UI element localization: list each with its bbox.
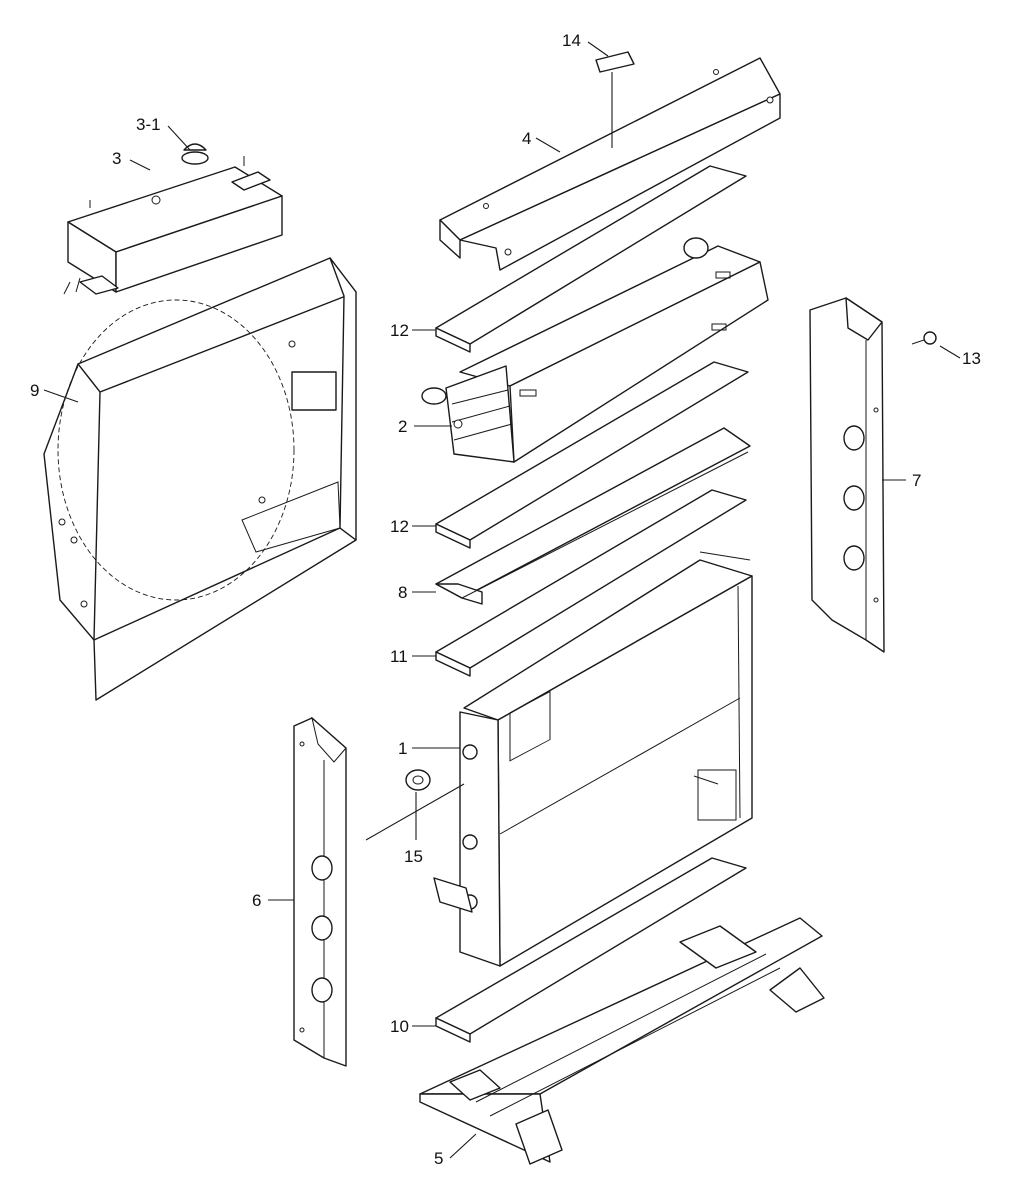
part-2-intercooler — [421, 237, 769, 463]
part-1-radiator-core — [433, 551, 753, 967]
callout-3-1: 3-1 — [136, 115, 161, 134]
leader-lines — [43, 41, 961, 1159]
callout-15: 15 — [404, 847, 423, 866]
part-5-base-frame — [419, 917, 825, 1165]
part-12-middle-seal-strip — [435, 361, 749, 549]
callout-8: 8 — [398, 583, 407, 602]
callout-13: 13 — [962, 349, 981, 368]
callout-2: 2 — [398, 417, 407, 436]
callout-10: 10 — [390, 1017, 409, 1036]
callout-3: 3 — [112, 149, 121, 168]
part-8-channel — [435, 427, 751, 605]
part-10-bottom-seal-strip — [435, 857, 747, 1043]
callout-7: 7 — [912, 471, 921, 490]
part-11-seal-strip — [435, 489, 747, 677]
part-3-1-cap — [181, 143, 209, 165]
part-6-left-side-plate — [293, 716, 347, 1067]
callout-12-middle: 12 — [390, 517, 409, 536]
callout-6: 6 — [252, 891, 261, 910]
part-7-right-side-plate — [809, 297, 885, 653]
part-3-reserve-tank — [63, 156, 283, 295]
callout-9: 9 — [30, 381, 39, 400]
callout-14: 14 — [562, 31, 581, 50]
callout-5: 5 — [434, 1149, 443, 1168]
part-12-upper-seal-strip — [435, 165, 747, 353]
callout-11: 11 — [390, 647, 408, 666]
callout-labels: 14 3-1 4 3 12 13 9 2 7 12 8 11 1 15 6 10… — [30, 31, 981, 1168]
part-4-top-bracket — [439, 57, 781, 271]
callout-4: 4 — [522, 129, 531, 148]
part-13-bolt — [911, 331, 937, 345]
part-15-grommet — [405, 769, 431, 791]
part-9-fan-shroud — [43, 257, 357, 701]
callout-1: 1 — [398, 739, 407, 758]
part-14-label-plate — [595, 51, 635, 73]
callout-12-upper: 12 — [390, 321, 409, 340]
